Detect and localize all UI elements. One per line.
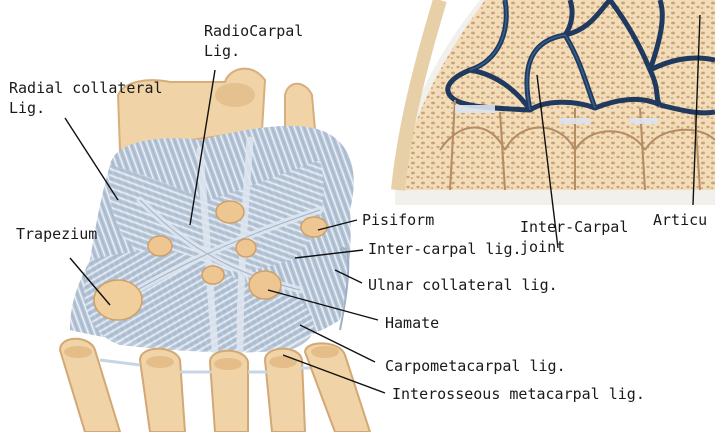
inter-carpal-lig-leader — [294, 249, 364, 259]
hamate-leader — [267, 289, 379, 321]
inter-carpal-joint-label: Inter-Carpal joint — [520, 218, 629, 256]
inter-carpal-joint-leader — [536, 74, 559, 249]
pisiform-leader — [317, 219, 358, 231]
trapezium-leader — [69, 257, 111, 306]
articular-label: Articu — [653, 211, 708, 229]
radial-collateral-leader — [64, 117, 119, 201]
radiocarpal-leader — [189, 69, 216, 226]
articular-leader — [692, 14, 701, 206]
ulnar-collateral-leader — [334, 269, 363, 284]
carpometacarpal-leader — [299, 324, 376, 363]
inter-carpal-lig-label: Inter-carpal lig. — [368, 240, 522, 258]
leader-lines — [64, 69, 386, 394]
radiocarpal-lig-label: RadioCarpal Lig. — [204, 22, 304, 60]
wrist-cross-section — [391, 0, 715, 249]
interosseous-metacarpal-lig-label: Interosseous metacarpal lig. — [392, 385, 645, 403]
interosseous-leader — [282, 354, 386, 394]
radial-collateral-lig-label: Radial collateral Lig. — [9, 79, 163, 117]
wrist-dorsal-view — [58, 67, 372, 433]
ulnar-collateral-lig-label: Ulnar collateral lig. — [368, 276, 558, 294]
hamate-label: Hamate — [385, 314, 440, 332]
pisiform-label: Pisiform — [362, 211, 435, 229]
carpometacarpal-lig-label: Carpometacarpal lig. — [385, 357, 566, 375]
trapezium-label: Trapezium — [16, 225, 98, 243]
